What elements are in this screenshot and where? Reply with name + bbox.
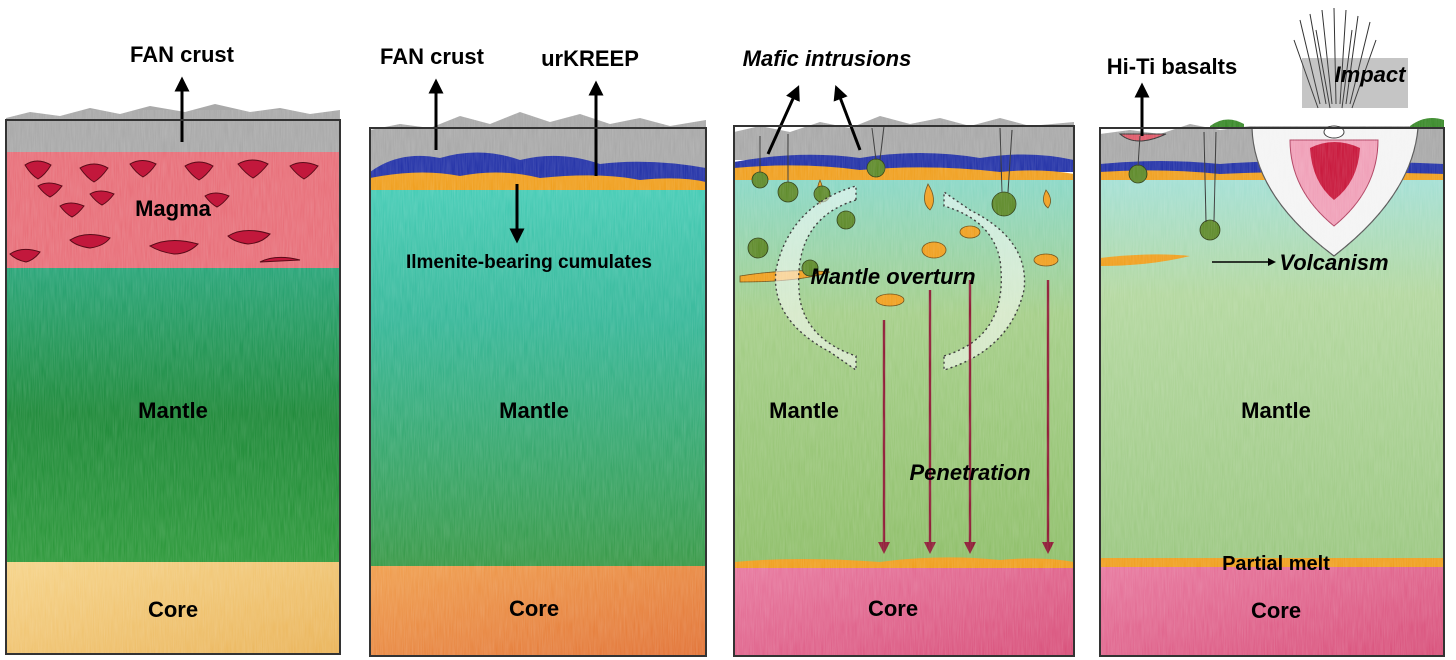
p2-mantle-label: Mantle (499, 398, 569, 423)
p3-intrusions-label: Mafic intrusions (743, 46, 912, 71)
p2-frame (369, 127, 707, 657)
p1-frame (5, 119, 341, 655)
p2-kreep-label: urKREEP (541, 46, 639, 71)
p4-volcanism-label: Volcanism (1279, 250, 1388, 275)
p3-overturn-label: Mantle overturn (810, 264, 975, 289)
p1-mantle-label: Mantle (138, 398, 208, 423)
p3-frame (733, 125, 1075, 657)
p1-magma-label: Magma (135, 196, 212, 221)
p3-core-label: Core (868, 596, 918, 621)
p4-frame (1099, 127, 1445, 657)
p4-mantle-label: Mantle (1241, 398, 1311, 423)
p4-basalts-label: Hi-Ti basalts (1107, 54, 1237, 79)
p3-intrusion-arrow-right (833, 84, 862, 151)
p3-intrusion-arrow-left (766, 85, 800, 155)
panel-3: Mafic intrusions Mantle overturn Mantle … (733, 46, 1075, 657)
p4-impact-label: Impact (1335, 62, 1408, 87)
p1-core-label: Core (148, 597, 198, 622)
p4-core-label: Core (1251, 598, 1301, 623)
panel-4: Hi-Ti basalts Impact Volcanism Mantle Pa… (1099, 7, 1445, 657)
panel-2: FAN crust urKREEP Ilmenite-bearing cumul… (369, 44, 707, 657)
p4-impact-shadow (1302, 58, 1408, 108)
p4-partial-melt-label: Partial melt (1222, 553, 1330, 575)
p3-penetration-label: Penetration (909, 460, 1030, 485)
p4-impact-plume (1293, 7, 1377, 109)
p1-magma-blobs (9, 159, 319, 263)
panel-1: FAN crust Magma Mantle Core (5, 42, 341, 655)
p3-mantle-label: Mantle (769, 398, 839, 423)
p1-crust-label: FAN crust (130, 42, 235, 67)
p2-crust-label: FAN crust (380, 44, 485, 69)
p2-core-label: Core (509, 596, 559, 621)
p2-cumulates-label: Ilmenite-bearing cumulates (406, 252, 652, 273)
